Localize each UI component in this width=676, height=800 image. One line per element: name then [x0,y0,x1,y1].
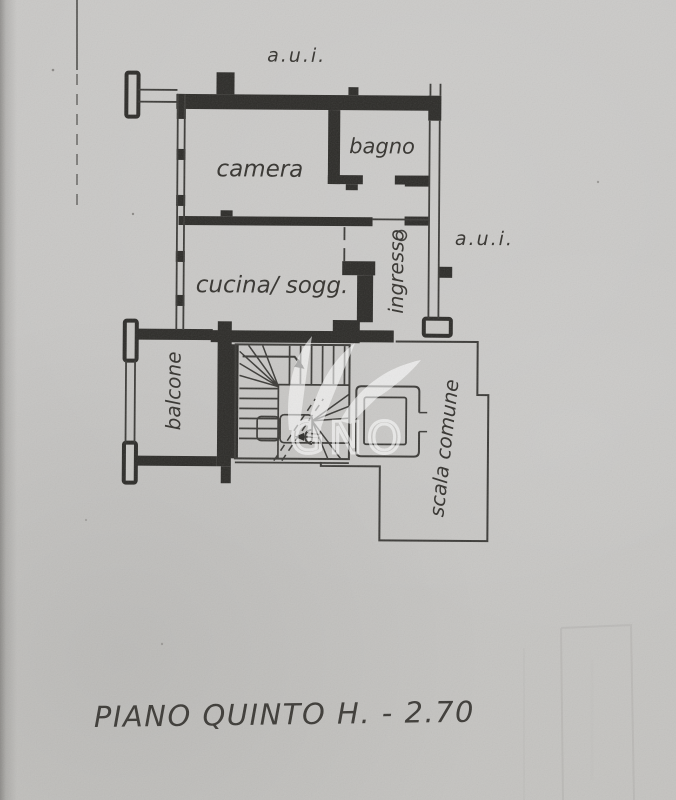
scanned-floor-plan-page: a.u.i. a.u.i. camera bagno cucina/ sogg.… [0,0,676,800]
paper-grain-texture [0,0,676,800]
floor-plan-drawing: a.u.i. a.u.i. camera bagno cucina/ sogg.… [0,0,676,800]
